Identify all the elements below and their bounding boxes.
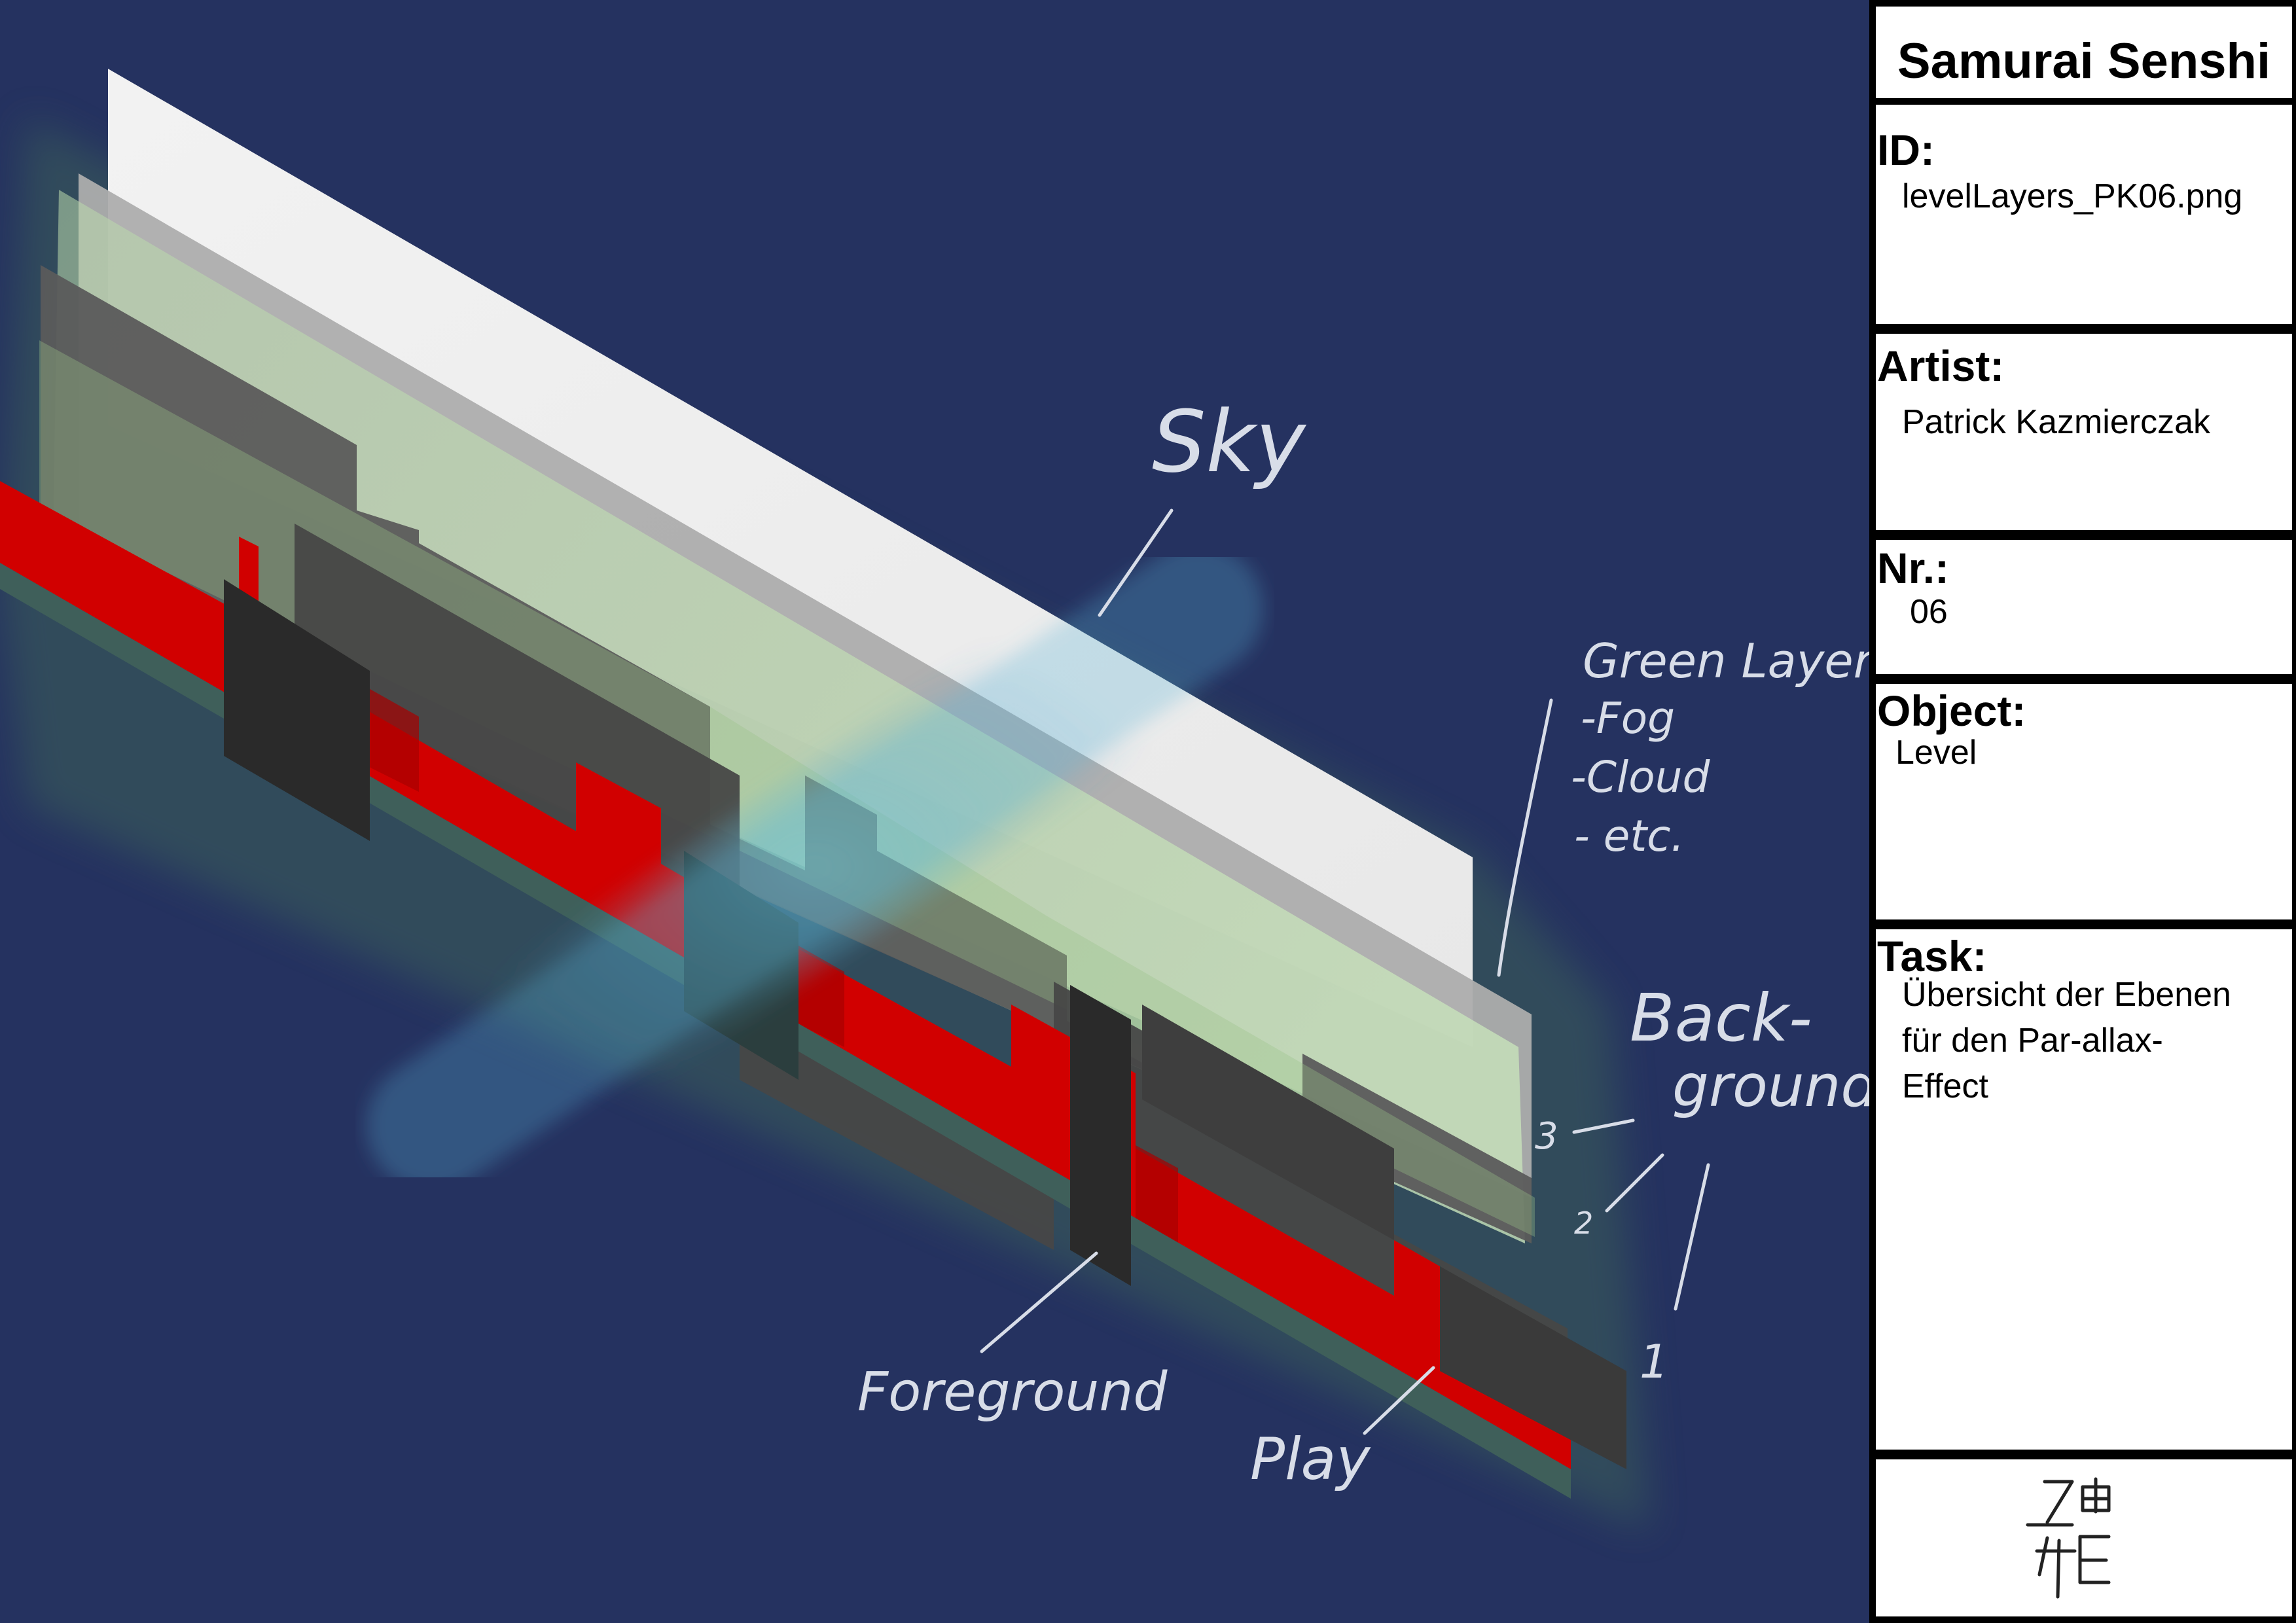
id-value: levelLayers_PK06.png (1902, 177, 2243, 215)
artist-value: Patrick Kazmierczak (1902, 403, 2210, 441)
nr-label: Nr.: (1877, 544, 1950, 592)
project-title: Samurai Senshi (1897, 33, 2271, 89)
sky-annotation: Sky (1098, 392, 1307, 617)
title-block: Samurai Senshi ID: levelLayers_PK06.png … (1869, 0, 2296, 1623)
svg-text:Green Layers: Green Layers (1583, 633, 1869, 688)
nr-value: 06 (1910, 593, 1948, 631)
svg-text:-Fog: -Fog (1581, 693, 1675, 743)
id-cell: ID: levelLayers_PK06.png (1876, 105, 2292, 324)
svg-text:- etc.: - etc. (1574, 811, 1685, 861)
id-label: ID: (1877, 126, 1935, 174)
green-fog-layer (52, 190, 1525, 1243)
svg-text:-Cloud: -Cloud (1571, 752, 1710, 802)
play-layer-shadow (1136, 1145, 1178, 1243)
background-annotation: Back- ground 3 2 1 (1535, 980, 1869, 1389)
svg-text:Foreground: Foreground (857, 1361, 1168, 1423)
foreground-element (1070, 985, 1131, 1286)
green-layers-annotation: Green Layers -Fog -Cloud - etc. (1497, 633, 1869, 977)
svg-text:3: 3 (1535, 1115, 1558, 1158)
background-layer-2 (295, 524, 1568, 1394)
svg-text:ground: ground (1672, 1052, 1869, 1120)
nr-cell: Nr.: 06 (1876, 540, 2292, 674)
background-layer-1 (1440, 1266, 1626, 1469)
title-cell: Samurai Senshi (1876, 7, 2292, 98)
svg-text:Play: Play (1250, 1425, 1371, 1493)
play-layer-shadow (367, 687, 419, 792)
artist-cell: Artist: Patrick Kazmierczak (1876, 334, 2292, 530)
svg-text:1: 1 (1640, 1335, 1669, 1389)
background-layer-1 (1142, 1005, 1394, 1240)
play-annotation: Play (1250, 1366, 1435, 1493)
svg-text:2: 2 (1574, 1205, 1593, 1241)
task-cell: Task: Übersicht der Ebenen für den Par-a… (1876, 929, 2292, 1450)
foreground-element (224, 579, 370, 841)
foreground-annotation: Foreground (857, 1251, 1168, 1423)
task-value: Übersicht der Ebenen für den Par-allax-E… (1902, 976, 2231, 1105)
object-label: Object: (1877, 687, 2026, 735)
svg-text:Back-: Back- (1630, 980, 1812, 1056)
object-cell: Object: Level (1876, 684, 2292, 919)
light-glow (344, 520, 1286, 1214)
artist-signature (2026, 1477, 2111, 1599)
level-layers-diagram: Sky Green Layers -Fog -Cloud - etc. Back… (0, 69, 1869, 1531)
svg-text:Sky: Sky (1152, 392, 1307, 491)
object-value: Level (1895, 734, 1977, 772)
artist-label: Artist: (1877, 342, 2005, 390)
task-label: Task: (1877, 932, 1987, 980)
signature-cell (1876, 1459, 2292, 1616)
